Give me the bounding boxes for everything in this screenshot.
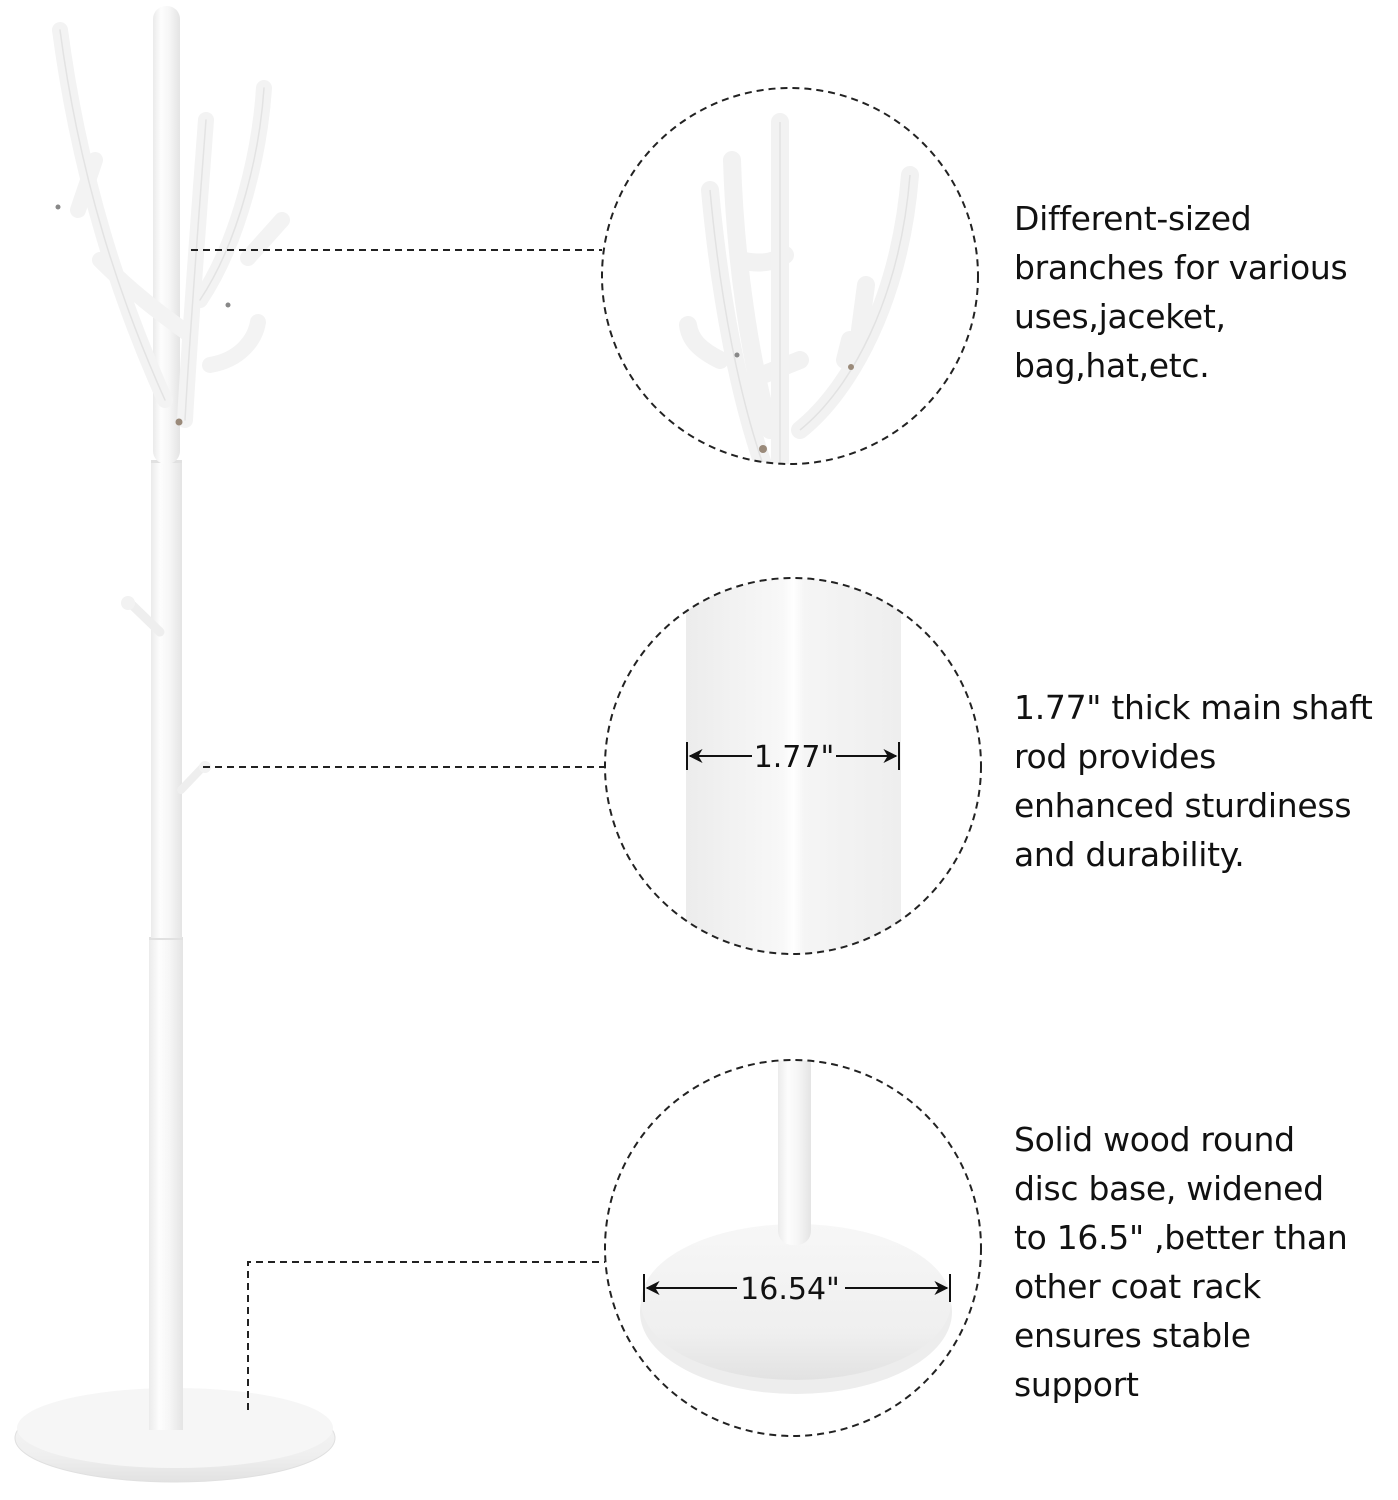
coat-rack-full <box>14 6 336 1483</box>
detail-circle-shaft: 1.77" <box>604 577 982 955</box>
shaft-dimension-label: 1.77" <box>754 740 835 775</box>
feature-line: ensures stable <box>1014 1316 1251 1355</box>
feature-line: rod provides <box>1014 737 1216 776</box>
feature-line: to 16.5" ,better than <box>1014 1218 1348 1257</box>
feature-line: and durability. <box>1014 835 1245 874</box>
feature-line: 1.77" thick main shaft <box>1014 688 1373 727</box>
feature-line: branches for various <box>1014 248 1348 287</box>
feature-line: enhanced sturdiness <box>1014 786 1352 825</box>
feature-line: Different-sized <box>1014 199 1252 238</box>
feature-line: other coat rack <box>1014 1267 1261 1306</box>
feature-line: support <box>1014 1365 1139 1404</box>
feature-line: bag,hat,etc. <box>1014 346 1210 385</box>
shaft-dimension: 1.77" <box>686 740 900 775</box>
feature-line: disc base, widened <box>1014 1169 1324 1208</box>
feature-line: uses,jaceket, <box>1014 297 1226 336</box>
connector-base <box>247 1261 605 1410</box>
detail-circle-base: 16.54" <box>604 1059 982 1437</box>
feature-text-shaft: 1.77" thick main shaft rod provides enha… <box>1014 683 1398 879</box>
feature-text-base: Solid wood round disc base, widened to 1… <box>1014 1115 1398 1409</box>
callout-connectors <box>191 249 605 1410</box>
feature-text-branches: Different-sized branches for various use… <box>1014 194 1398 390</box>
detail-circle-branches <box>601 87 979 465</box>
base-dimension-label: 16.54" <box>740 1272 840 1307</box>
base-dimension: 16.54" <box>643 1272 951 1307</box>
feature-line: Solid wood round <box>1014 1120 1295 1159</box>
